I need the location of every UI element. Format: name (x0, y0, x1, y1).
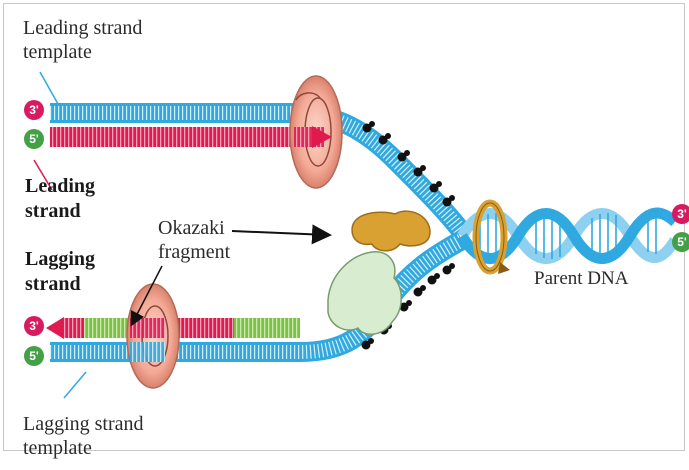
svg-text:3': 3' (29, 103, 39, 117)
okazaki-fragment-previous (84, 318, 130, 338)
rna-primer (234, 318, 300, 338)
lagging-3-prime-marker: 3' (24, 316, 44, 336)
svg-text:5': 5' (29, 132, 39, 146)
okazaki-label-line1: Okazaki (158, 217, 225, 239)
lagging-strand-label-line2: strand (25, 273, 81, 295)
lagging-template-label-line1: Lagging strand (23, 413, 144, 435)
svg-text:5': 5' (29, 349, 39, 363)
top-3-prime-marker: 3' (24, 100, 44, 120)
leading-strand-label-line2: strand (25, 200, 81, 222)
okazaki-label-line2: fragment (158, 241, 231, 263)
leading-template-label-line2: template (23, 41, 92, 63)
top-5-prime-marker: 5' (24, 129, 44, 149)
okazaki-pointer-arrow (232, 231, 328, 235)
primase-icon (352, 211, 430, 251)
lagging-sliding-clamp-icon (127, 284, 179, 388)
svg-text:5': 5' (677, 235, 687, 249)
leading-sliding-clamp-icon (290, 76, 342, 188)
leading-template-label-line1: Leading strand (23, 17, 142, 39)
parent-dna-label: Parent DNA (534, 268, 629, 289)
lagging-strand-label-line1: Lagging (25, 248, 95, 270)
svg-text:3': 3' (677, 207, 687, 221)
parent-dna-helix (462, 213, 675, 259)
leading-template-leader (40, 72, 58, 104)
svg-text:3': 3' (29, 319, 39, 333)
lagging-5-prime-marker: 5' (24, 346, 44, 366)
lagging-template-label-line2: template (23, 437, 92, 459)
leading-strand-label-line1: Leading (25, 175, 95, 197)
lagging-strand-arrow (46, 317, 64, 339)
dna-polymerase-icon (328, 252, 401, 334)
lagging-template-leader (64, 372, 86, 398)
